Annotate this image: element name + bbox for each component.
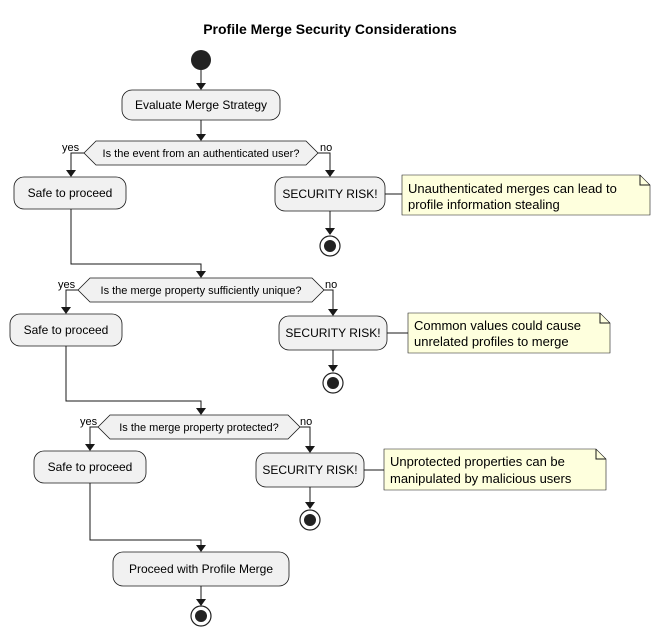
diagram-title: Profile Merge Security Considerations: [203, 21, 457, 37]
note-2-line-1: Common values could cause: [414, 318, 581, 333]
branch-label-no: no: [325, 279, 337, 291]
note-1-line-1: Unauthenticated merges can lead to: [408, 181, 617, 196]
edge-decision-1-no: [318, 152, 331, 172]
arrowhead: [196, 599, 206, 606]
action-security-risk-3-label: SECURITY RISK!: [262, 463, 357, 477]
arrowhead: [328, 365, 338, 372]
action-security-risk-1-label: SECURITY RISK!: [282, 187, 377, 201]
note-fold: [595, 449, 606, 460]
edge-decision-3-no: [300, 426, 311, 448]
arrowhead: [325, 228, 335, 235]
arrowhead: [196, 271, 206, 278]
action-security-risk-2-label: SECURITY RISK!: [285, 326, 380, 340]
branch-label-yes: yes: [80, 416, 98, 428]
edge-decision-2-no: [324, 289, 334, 311]
branch-label-yes: yes: [58, 279, 76, 291]
end-node-inner: [195, 610, 207, 622]
note-unauthenticated-merges: [401, 174, 651, 216]
edge-safe-3-to-final: [89, 483, 202, 546]
note-2-line-2: unrelated profiles to merge: [414, 334, 569, 349]
action-safe-to-proceed-3-label: Safe to proceed: [48, 460, 133, 474]
edge-safe-2-to-decision-3: [65, 346, 202, 409]
arrowhead: [196, 408, 206, 415]
arrowhead: [85, 444, 95, 451]
decision-authenticated-user-label: Is the event from an authenticated user?: [103, 148, 300, 160]
edge-decision-3-yes: [89, 426, 98, 445]
decision-merge-property-protected-label: Is the merge property protected?: [119, 422, 279, 434]
stop-node-3-inner: [304, 514, 316, 526]
arrowhead: [325, 170, 335, 177]
note-3-line-1: Unprotected properties can be: [390, 454, 565, 469]
edge-decision-1-yes: [70, 152, 84, 172]
branch-label-yes: yes: [62, 142, 80, 154]
arrowhead: [305, 446, 315, 453]
arrowhead: [305, 502, 315, 509]
note-common-values: [407, 312, 611, 354]
start-node: [191, 50, 211, 70]
note-fold: [639, 175, 650, 186]
note-fold: [599, 313, 610, 324]
action-evaluate-merge-strategy-label: Evaluate Merge Strategy: [135, 98, 267, 112]
edge-safe-1-to-decision-2: [70, 209, 202, 272]
arrowhead: [61, 307, 71, 314]
arrowhead: [196, 545, 206, 552]
action-safe-to-proceed-2-label: Safe to proceed: [24, 323, 109, 337]
arrowhead: [196, 83, 206, 90]
arrowhead: [328, 309, 338, 316]
action-safe-to-proceed-1-label: Safe to proceed: [28, 186, 113, 200]
stop-node-1-inner: [324, 240, 336, 252]
action-proceed-with-profile-merge-label: Proceed with Profile Merge: [129, 562, 273, 576]
stop-node-2-inner: [327, 377, 339, 389]
arrowhead: [66, 170, 76, 177]
action-safe-to-proceed-1: [13, 176, 127, 210]
note-1-line-2: profile information stealing: [408, 197, 560, 212]
note-unprotected-properties: [383, 448, 607, 491]
arrowhead: [196, 134, 206, 141]
edge-decision-2-yes: [65, 289, 78, 308]
branch-label-no: no: [320, 142, 332, 154]
branch-label-no: no: [300, 416, 312, 428]
decision-merge-property-unique-label: Is the merge property sufficiently uniqu…: [101, 285, 302, 297]
note-3-line-2: manipulated by malicious users: [390, 471, 572, 486]
